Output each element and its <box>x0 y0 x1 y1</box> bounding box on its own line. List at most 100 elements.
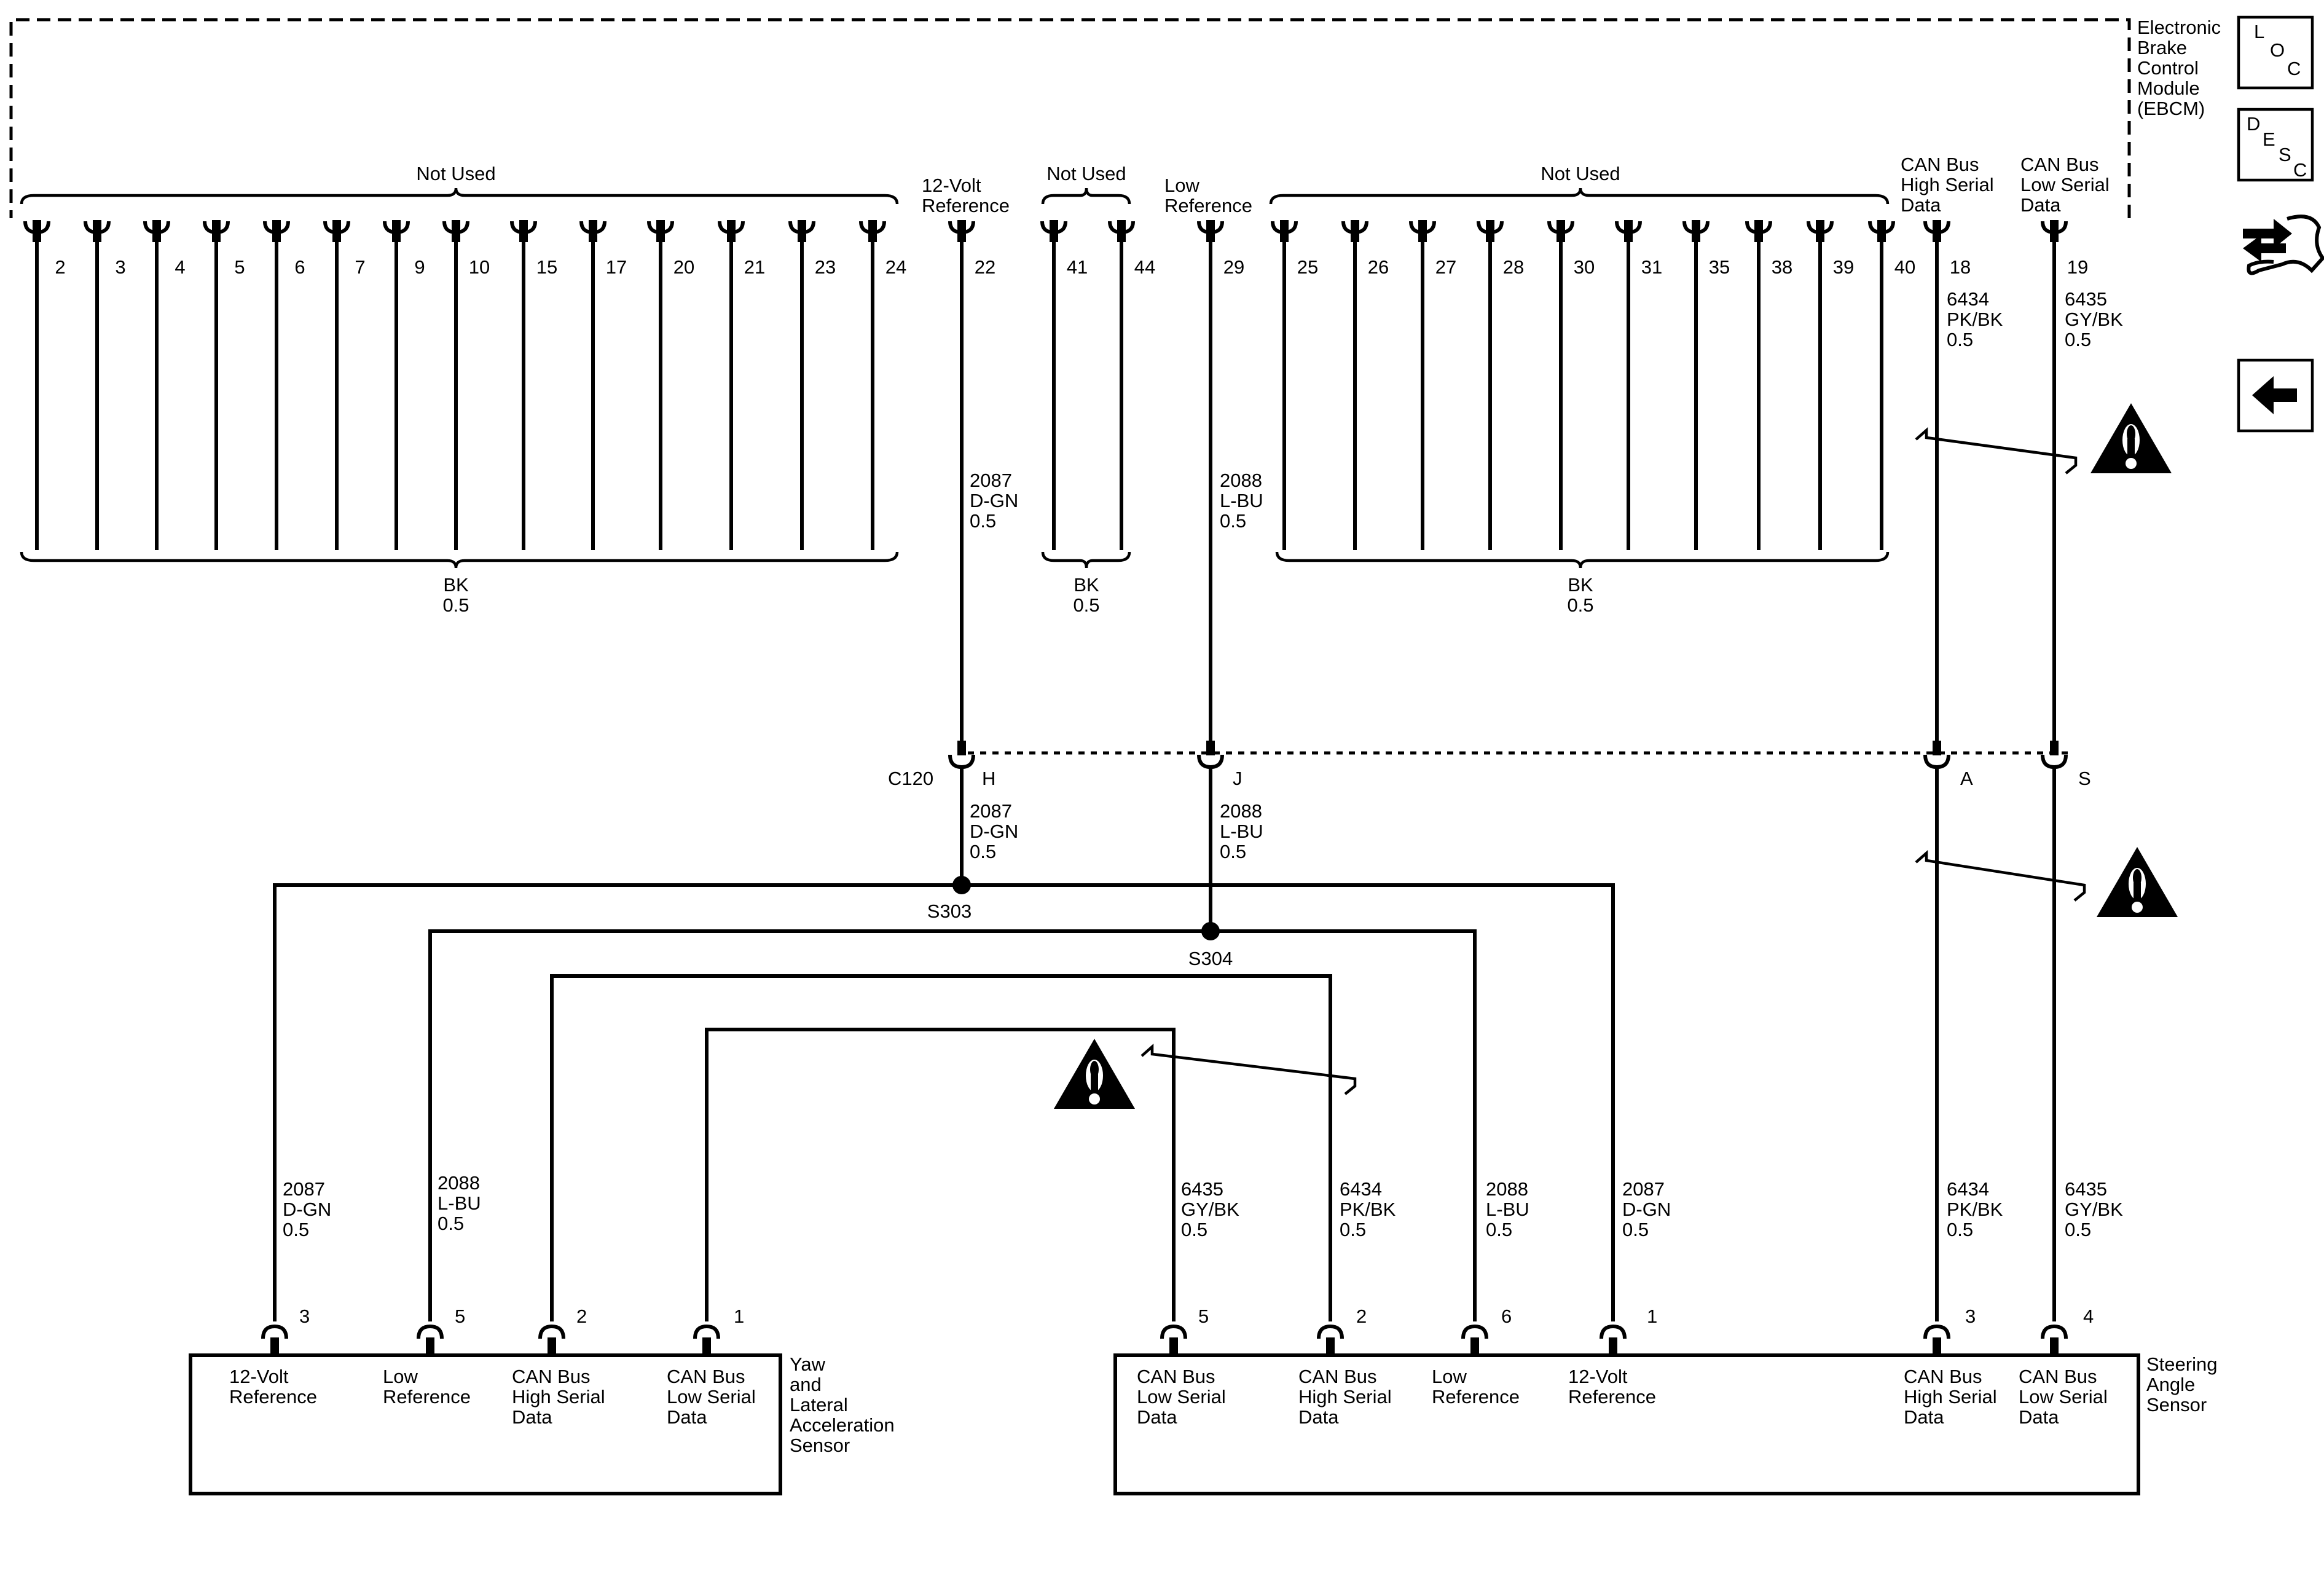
yaw-terminal-5: 5 Low Reference <box>383 1305 471 1408</box>
svg-text:2087: 2087 <box>283 1178 325 1200</box>
svg-text:0.5: 0.5 <box>438 1213 464 1234</box>
steering-terminal-1: 1 12-Volt Reference <box>1568 1305 1657 1408</box>
svg-text:High Serial: High Serial <box>1298 1386 1392 1408</box>
svg-text:PK/BK: PK/BK <box>1947 1199 2003 1220</box>
wire-label-yaw-pin3: 2087 D-GN 0.5 <box>283 1178 331 1240</box>
svg-text:O: O <box>2270 39 2285 61</box>
wire-label-sas-pin5: 6435 GY/BK 0.5 <box>1181 1178 1239 1240</box>
ebcm-pin-40-label: 40 <box>1894 256 1915 278</box>
svg-text:2087: 2087 <box>1622 1178 1665 1200</box>
svg-text:(EBCM): (EBCM) <box>2137 98 2205 119</box>
svg-text:0.5: 0.5 <box>1220 841 1246 862</box>
wrench-arrows-icon[interactable] <box>2243 215 2324 275</box>
svg-text:0.5: 0.5 <box>1622 1219 1649 1240</box>
s304-bus <box>428 929 1477 1321</box>
svg-text:Data: Data <box>667 1406 707 1428</box>
ebcm-pin-7-stem <box>332 220 341 242</box>
ebcm-pin-21-stem <box>727 220 736 242</box>
ebcm-pin-20-label: 20 <box>673 256 694 278</box>
steering-terminal-5: 5 CAN Bus Low Serial Data <box>1137 1305 1226 1428</box>
ebcm-pin-2-stem <box>33 220 41 242</box>
ebcm-pin-44-label: 44 <box>1134 256 1155 278</box>
svg-text:0.5: 0.5 <box>1181 1219 1207 1240</box>
svg-text:L: L <box>2254 21 2264 42</box>
svg-text:0.5: 0.5 <box>1073 594 1099 616</box>
wire-label-2088-upper: 2088 L-BU 0.5 <box>1220 470 1263 532</box>
svg-text:D: D <box>2247 113 2260 135</box>
ebcm-pin-41-label: 41 <box>1067 256 1088 278</box>
svg-text:Module: Module <box>2137 77 2200 99</box>
svg-text:Reference: Reference <box>922 195 1010 216</box>
svg-text:Sensor: Sensor <box>2146 1394 2207 1416</box>
ebcm-pin-35-label: 35 <box>1709 256 1730 278</box>
svg-text:12-Volt: 12-Volt <box>922 175 981 196</box>
caution-triangle-icon[interactable] <box>2090 403 2172 473</box>
wire-label-2088-c120: 2088 L-BU 0.5 <box>1220 800 1263 862</box>
svg-text:CAN Bus: CAN Bus <box>2019 1366 2097 1387</box>
svg-text:6435: 6435 <box>2065 288 2107 310</box>
svg-text:Data: Data <box>2019 1406 2059 1428</box>
svg-text:Reference: Reference <box>1164 195 1252 216</box>
ebcm-pin-30-label: 30 <box>1574 256 1595 278</box>
c120-pin-j: J <box>1233 768 1242 789</box>
svg-text:C: C <box>2293 159 2307 181</box>
ebcm-pin-5-label: 5 <box>234 256 245 278</box>
svg-text:6434: 6434 <box>1947 1178 1989 1200</box>
desc-icon[interactable]: D E S C <box>2237 108 2314 182</box>
yaw-sensor-box <box>189 1353 782 1495</box>
can-low-sensor-wire <box>705 1028 1176 1321</box>
svg-text:Steering: Steering <box>2146 1353 2217 1375</box>
bk-label-2: BK 0.5 <box>1073 574 1099 616</box>
ebcm-pin-23-stem <box>798 220 806 242</box>
ebcm-pin-39-label: 39 <box>1833 256 1854 278</box>
svg-text:BK: BK <box>443 574 469 596</box>
loc-icon[interactable]: L O C <box>2237 15 2314 90</box>
svg-text:D-GN: D-GN <box>283 1199 331 1220</box>
group-label-not-used-2: Not Used <box>1046 163 1126 184</box>
svg-text:2088: 2088 <box>1220 470 1262 491</box>
ebcm-pin-39-stem <box>1816 220 1824 242</box>
svg-text:3: 3 <box>299 1305 310 1327</box>
group-label-can-high: CAN Bus High Serial Data <box>1901 154 1994 216</box>
left-arrow-icon[interactable] <box>2237 358 2314 433</box>
svg-text:0.5: 0.5 <box>1220 510 1246 532</box>
ebcm-pin-9-label: 9 <box>414 256 425 278</box>
ebcm-pin-6-label: 6 <box>294 256 305 278</box>
svg-text:2088: 2088 <box>1220 800 1262 822</box>
ebcm-pin-35-stem <box>1692 220 1700 242</box>
svg-text:CAN Bus: CAN Bus <box>2020 154 2098 175</box>
svg-text:0.5: 0.5 <box>1567 594 1593 616</box>
c120-pin-s: S <box>2078 768 2091 789</box>
svg-text:0.5: 0.5 <box>2065 1219 2091 1240</box>
svg-text:Low Serial: Low Serial <box>2020 174 2110 195</box>
svg-text:D-GN: D-GN <box>970 490 1018 511</box>
ebcm-pin-28-label: 28 <box>1503 256 1524 278</box>
svg-text:CAN Bus: CAN Bus <box>1904 1366 1982 1387</box>
wire-label-sas-pin4: 6435 GY/BK 0.5 <box>2065 1178 2123 1240</box>
svg-text:0.5: 0.5 <box>1947 329 1973 350</box>
svg-text:Low: Low <box>1432 1366 1467 1387</box>
svg-text:Acceleration: Acceleration <box>790 1414 895 1436</box>
svg-text:2088: 2088 <box>438 1172 480 1194</box>
wire-label-sas-pin6: 2088 L-BU 0.5 <box>1486 1178 1529 1240</box>
s303-bus <box>273 883 1615 1321</box>
ebcm-pin-38-stem <box>1754 220 1763 242</box>
ebcm-pin-17-stem <box>589 220 597 242</box>
caution-triangle-icon[interactable] <box>2097 847 2178 917</box>
svg-text:High Serial: High Serial <box>512 1386 605 1408</box>
ebcm-pin-21-label: 21 <box>744 256 765 278</box>
brace-not-used-1 <box>20 187 899 205</box>
ebcm-pin-10-stem <box>452 220 460 242</box>
ebcm-pin-10-label: 10 <box>469 256 490 278</box>
svg-text:Low Serial: Low Serial <box>2019 1386 2108 1408</box>
svg-text:Brake: Brake <box>2137 37 2187 58</box>
svg-text:Control: Control <box>2137 57 2199 79</box>
svg-text:0.5: 0.5 <box>1486 1219 1512 1240</box>
svg-text:S: S <box>2279 144 2291 165</box>
ebcm-housing <box>9 18 2131 218</box>
c120-pin-a: A <box>1960 768 1973 789</box>
yaw-terminal-3: 3 12-Volt Reference <box>229 1305 317 1408</box>
svg-text:12-Volt: 12-Volt <box>1568 1366 1628 1387</box>
caution-triangle-icon[interactable] <box>1054 1039 1135 1109</box>
steering-sensor-box <box>1113 1353 2140 1495</box>
